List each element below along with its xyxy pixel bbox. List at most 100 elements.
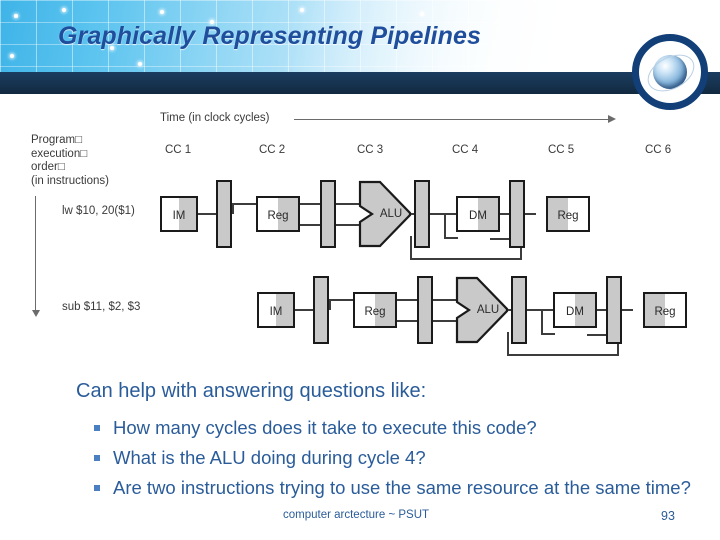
header-star-icon [560, 20, 564, 24]
content-lead-text: Can help with answering questions like: [76, 380, 427, 402]
stage-label: Reg [267, 210, 289, 222]
pipeline-register [414, 180, 430, 248]
globe-logo-icon [632, 34, 708, 110]
stage-label: IM [269, 306, 283, 318]
wire [520, 238, 522, 260]
stage-wb-row1: Reg [546, 196, 590, 232]
content-bullet-list: How many cycles does it take to execute … [94, 415, 694, 505]
footer-note: computer arctecture ~ PSUT [283, 509, 430, 521]
list-item-label: What is the ALU doing during cycle 4? [113, 447, 426, 468]
stage-reg-row1: Reg [256, 196, 300, 232]
wire [293, 309, 329, 311]
wire [329, 299, 355, 301]
program-order-line: (in instructions) [31, 174, 109, 187]
bullet-square-icon [94, 455, 100, 461]
wire [410, 213, 456, 215]
program-order-line: order□ [31, 161, 65, 173]
cycle-label-cc4: CC 4 [452, 144, 479, 156]
header-star-icon [110, 46, 114, 50]
header-navy-band [0, 72, 720, 94]
program-order-label: Program□ execution□ order□ (in instructi… [31, 134, 109, 188]
stage-label: ALU [379, 208, 403, 220]
stage-label: DM [469, 210, 487, 222]
time-axis-arrow-icon [608, 115, 616, 123]
time-axis-label: Time (in clock cycles) [160, 112, 270, 124]
slide-header [0, 0, 720, 72]
stage-label: Reg [364, 306, 386, 318]
pipeline-register [606, 276, 622, 344]
stage-alu-row1: ALU [358, 180, 412, 248]
header-star-icon [62, 8, 66, 12]
header-star-icon [10, 54, 14, 58]
wire [232, 203, 258, 205]
unit-shade [278, 198, 298, 230]
pipeline-register [313, 276, 329, 344]
wire [507, 332, 509, 356]
cycle-label-cc6: CC 6 [645, 144, 672, 156]
list-item: Are two instructions trying to use the s… [94, 475, 694, 501]
header-star-icon [420, 12, 424, 16]
stage-dm-row1: DM [456, 196, 500, 232]
stage-label: DM [566, 306, 584, 318]
logo-globe [653, 55, 687, 89]
program-order-line: execution□ [31, 147, 88, 160]
cycle-label-cc3: CC 3 [357, 144, 384, 156]
pipeline-register [216, 180, 232, 248]
unit-shade [575, 294, 595, 326]
wire [507, 354, 617, 356]
list-item: How many cycles does it take to execute … [94, 415, 694, 441]
wire [329, 299, 331, 310]
pipeline-register [320, 180, 336, 248]
list-item-label: How many cycles does it take to execute … [113, 417, 537, 438]
stage-reg-row2: Reg [353, 292, 397, 328]
logo-ring [632, 34, 708, 110]
unit-shade [276, 294, 293, 326]
unit-shade [548, 198, 568, 230]
wire [410, 236, 412, 260]
header-star-icon [300, 8, 304, 12]
header-fade-overlay [0, 0, 720, 72]
down-arrow-icon [31, 310, 40, 317]
wire [541, 333, 555, 335]
stage-alu-row2: ALU [455, 276, 509, 344]
list-item: What is the ALU doing during cycle 4? [94, 445, 694, 471]
stage-wb-row2: Reg [643, 292, 687, 328]
stage-im-row1: IM [160, 196, 198, 232]
cycle-label-cc1: CC 1 [165, 144, 192, 156]
header-star-icon [160, 10, 164, 14]
header-star-icon [210, 20, 214, 24]
cycle-label-cc2: CC 2 [259, 144, 286, 156]
pipeline-register [417, 276, 433, 344]
page-title: Graphically Representing Pipelines [58, 22, 481, 50]
wire [490, 238, 522, 240]
wire [507, 309, 553, 311]
wire [410, 258, 520, 260]
program-order-line: Program□ [31, 134, 83, 146]
list-item-label: Are two instructions trying to use the s… [113, 477, 691, 498]
stage-label: IM [172, 210, 186, 222]
wire [232, 203, 234, 214]
instruction-label-row2: sub $11, $2, $3 [62, 301, 141, 313]
stage-im-row2: IM [257, 292, 295, 328]
unit-shade [375, 294, 395, 326]
bullet-square-icon [94, 485, 100, 491]
instruction-label-row1: lw $10, 20($1) [62, 205, 135, 217]
wire [587, 334, 619, 336]
stage-label: Reg [654, 306, 676, 318]
bullet-square-icon [94, 425, 100, 431]
unit-shade [478, 198, 498, 230]
pipeline-register [509, 180, 525, 248]
wire [196, 213, 232, 215]
wire [617, 334, 619, 356]
unit-shade [645, 294, 665, 326]
header-star-icon [14, 14, 18, 18]
pipeline-register [511, 276, 527, 344]
wire [444, 237, 458, 239]
order-arrow-line [35, 196, 36, 312]
time-axis-line [294, 119, 610, 120]
wire [444, 213, 446, 239]
unit-shade [179, 198, 196, 230]
cycle-label-cc5: CC 5 [548, 144, 575, 156]
wire [541, 309, 543, 335]
stage-label: Reg [557, 210, 579, 222]
